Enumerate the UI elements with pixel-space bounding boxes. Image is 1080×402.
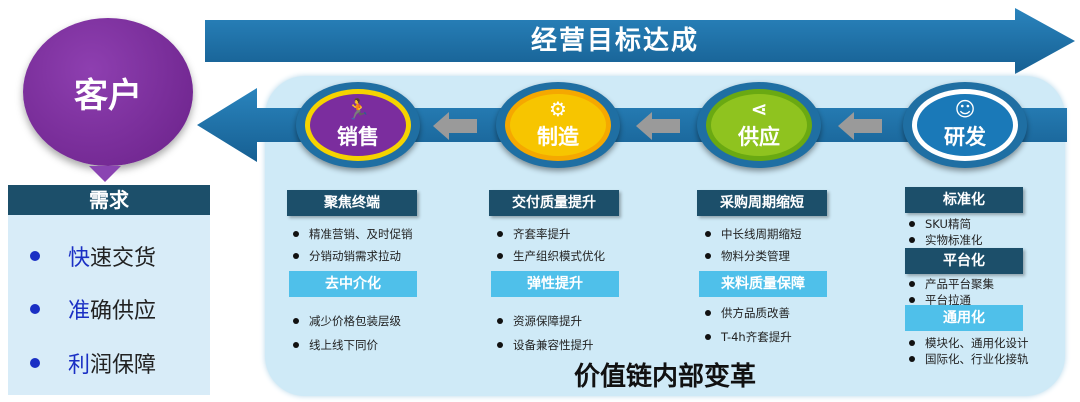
list-item: 精准营销、及时促销 [293,226,413,242]
bullet-dot-icon [30,304,40,314]
list-item: 国际化、行业化接轨 [909,351,1029,367]
manufacturing-subheader: 弹性提升 [491,271,619,297]
stage-manufacturing: ⚙ 制造 [496,82,620,168]
stage-supply-label: 供应 [738,125,780,149]
demand-item: 快速交货 [30,240,156,272]
stage-manufacturing-ring: ⚙ 制造 [505,89,611,161]
list-item: 中长线周期缩短 [705,226,802,242]
sales-subheader: 去中介化 [289,271,417,297]
stage-sales-label: 销售 [337,125,379,149]
rnd-header-standardization: 标准化 [905,187,1023,213]
list-item: T-4h齐套提升 [705,329,792,345]
list-item: SKU精简 [909,216,971,232]
stage-rnd-label: 研发 [944,125,986,149]
arrow-left-icon [433,112,477,140]
list-item: 供方品质改善 [705,305,790,321]
list-item: 实物标准化 [909,232,983,248]
running-person-icon: 🏃 [345,97,371,121]
stage-manufacturing-label: 制造 [537,125,579,149]
share-icon: ⋖ [750,97,768,121]
list-item: 齐套率提升 [497,226,571,242]
arrow-left-icon [838,112,882,140]
stage-rnd: ☺ 研发 [903,82,1027,168]
manufacturing-header: 交付质量提升 [489,190,619,216]
supply-header: 采购周期缩短 [697,190,827,216]
stage-sales: 🏃 销售 [296,82,420,168]
demand-box [8,185,210,395]
top-arrow [205,8,1075,74]
bullet-dot-icon [30,358,40,368]
value-chain-arrow [197,88,1067,162]
arrow-left-icon [636,112,680,140]
list-item: 资源保障提升 [497,313,582,329]
supply-subheader: 来料质量保障 [699,271,827,297]
bullet-dot-icon [30,251,40,261]
list-item: 物料分类管理 [705,248,790,264]
rnd-header-platform: 平台化 [905,248,1023,274]
demand-item: 准确供应 [30,293,156,325]
top-arrow-label: 经营目标达成 [530,26,699,56]
list-item: 减少价格包装层级 [293,313,401,329]
gear-icon: ⚙ [549,97,567,121]
brain-gear-icon: ☺ [954,97,976,121]
stage-rnd-ring: ☺ 研发 [912,89,1018,161]
customer-circle: 客户 [23,18,193,166]
stage-supply-ring: ⋖ 供应 [706,89,812,161]
stage-supply: ⋖ 供应 [697,82,821,168]
demand-item: 利润保障 [30,347,156,379]
bottom-title: 价值链内部变革 [573,362,756,392]
stage-sales-ring: 🏃 销售 [305,89,411,161]
demand-title: 需求 [8,185,210,215]
rnd-header-generalization: 通用化 [905,305,1023,331]
list-item: 平台拉通 [909,292,971,308]
list-item: 设备兼容性提升 [497,337,594,353]
list-item: 分销动销需求拉动 [293,248,401,264]
list-item: 模块化、通用化设计 [909,335,1029,351]
list-item: 生产组织模式优化 [497,248,605,264]
sales-header: 聚焦终端 [287,190,417,216]
list-item: 产品平台聚集 [909,276,994,292]
list-item: 线上线下同价 [293,337,378,353]
down-triangle-icon [89,166,121,182]
